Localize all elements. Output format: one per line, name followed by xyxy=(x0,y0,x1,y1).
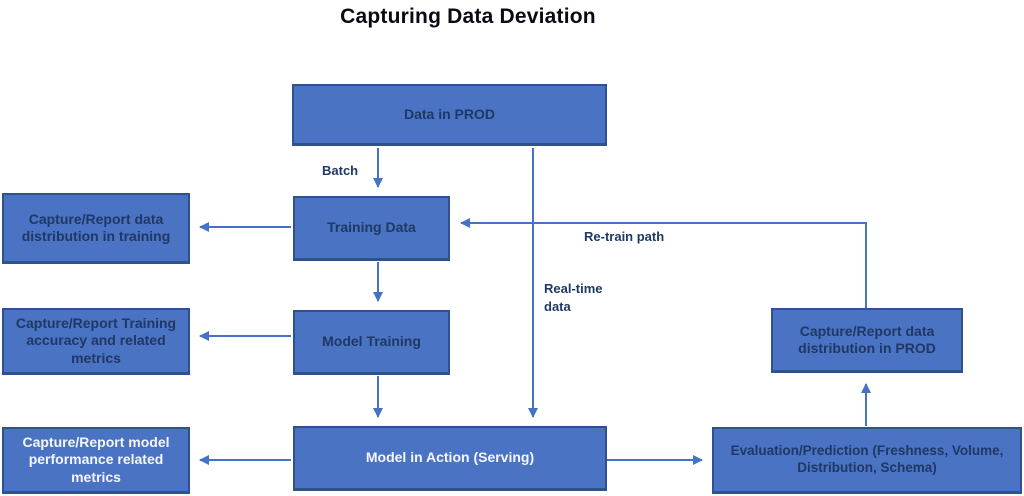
edge-label-batch: Batch xyxy=(322,163,359,178)
box-data-in-prod: Data in PROD xyxy=(292,84,607,146)
arrow-retrain-path xyxy=(460,218,867,308)
box-model-in-action-serving: Model in Action (Serving) xyxy=(293,426,607,491)
edge-label-retrain-path: Re-train path xyxy=(584,229,665,244)
box-model-training: Model Training xyxy=(293,310,450,375)
box-capture-report-training-distribution: Capture/Report data distribution in trai… xyxy=(2,193,190,264)
box-capture-report-prod-distribution: Capture/Report data distribution in PROD xyxy=(771,308,963,373)
box-capture-report-model-performance: Capture/Report model performance related… xyxy=(2,427,190,494)
edge-label-realtime-data: Real-time data xyxy=(544,281,603,314)
box-evaluation-prediction: Evaluation/Prediction (Freshness, Volume… xyxy=(712,427,1022,494)
diagram-title: Capturing Data Deviation xyxy=(340,5,596,28)
box-capture-report-training-accuracy: Capture/Report Training accuracy and rel… xyxy=(2,308,190,375)
box-training-data: Training Data xyxy=(293,196,450,261)
